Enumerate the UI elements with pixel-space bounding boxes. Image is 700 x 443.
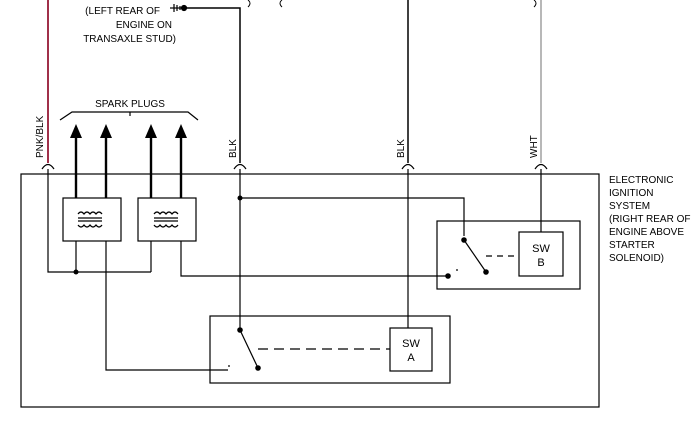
wire-label-blk-1: BLK: [228, 139, 239, 158]
module-label-line-7: SOLENOID): [609, 253, 664, 264]
module-label-line-5: ENGINE ABOVE: [609, 227, 684, 238]
spark-plugs-label: SPARK PLUGS: [95, 99, 165, 110]
connector-symbols: [41, 163, 548, 170]
module-label-line-3: SYSTEM: [609, 201, 650, 212]
blk-ground-wire: [184, 7, 241, 163]
switch-b-label-line-2: B: [537, 257, 544, 269]
module-label-line-6: STARTER: [609, 240, 655, 251]
module-label-line-2: IGNITION: [609, 188, 653, 199]
junction-dots: [73, 195, 243, 275]
ignition-module-box: [20, 173, 600, 408]
spark-plug-arrows: [70, 124, 187, 198]
top-wires: [47, 0, 542, 163]
coil-pack-2: [137, 197, 197, 242]
wire-label-wht: WHT: [529, 135, 540, 158]
switch-a-label-line-1: SW: [402, 338, 420, 350]
ground-note-line-3: TRANSAXLE STUD): [83, 34, 176, 45]
module-label: ELECTRONIC IGNITION SYSTEM (RIGHT REAR O…: [609, 175, 690, 264]
wire-labels: PNK/BLK BLK BLK WHT: [35, 115, 540, 158]
module-label-line-4: (RIGHT REAR OF: [609, 214, 690, 225]
coil-pack-1: [62, 197, 122, 242]
wire-label-pnk-blk: PNK/BLK: [35, 115, 46, 158]
ground-note: (LEFT REAR OF ENGINE ON TRANSAXLE STUD): [83, 6, 176, 45]
switch-a-label-line-2: A: [407, 352, 415, 364]
internal-wiring: [47, 169, 542, 371]
switch-a-assembly: [209, 315, 451, 384]
wire-label-blk-2: BLK: [396, 139, 407, 158]
module-label-line-1: ELECTRONIC: [609, 175, 673, 186]
switch-b-assembly: [436, 220, 581, 290]
spark-plug-bracket: [59, 111, 199, 121]
switch-b-label-line-1: SW: [532, 243, 550, 255]
ground-note-line-2: ENGINE ON: [116, 20, 172, 31]
ground-note-line-1: (LEFT REAR OF: [85, 6, 160, 17]
cropped-text-fragments: [247, 0, 537, 8]
